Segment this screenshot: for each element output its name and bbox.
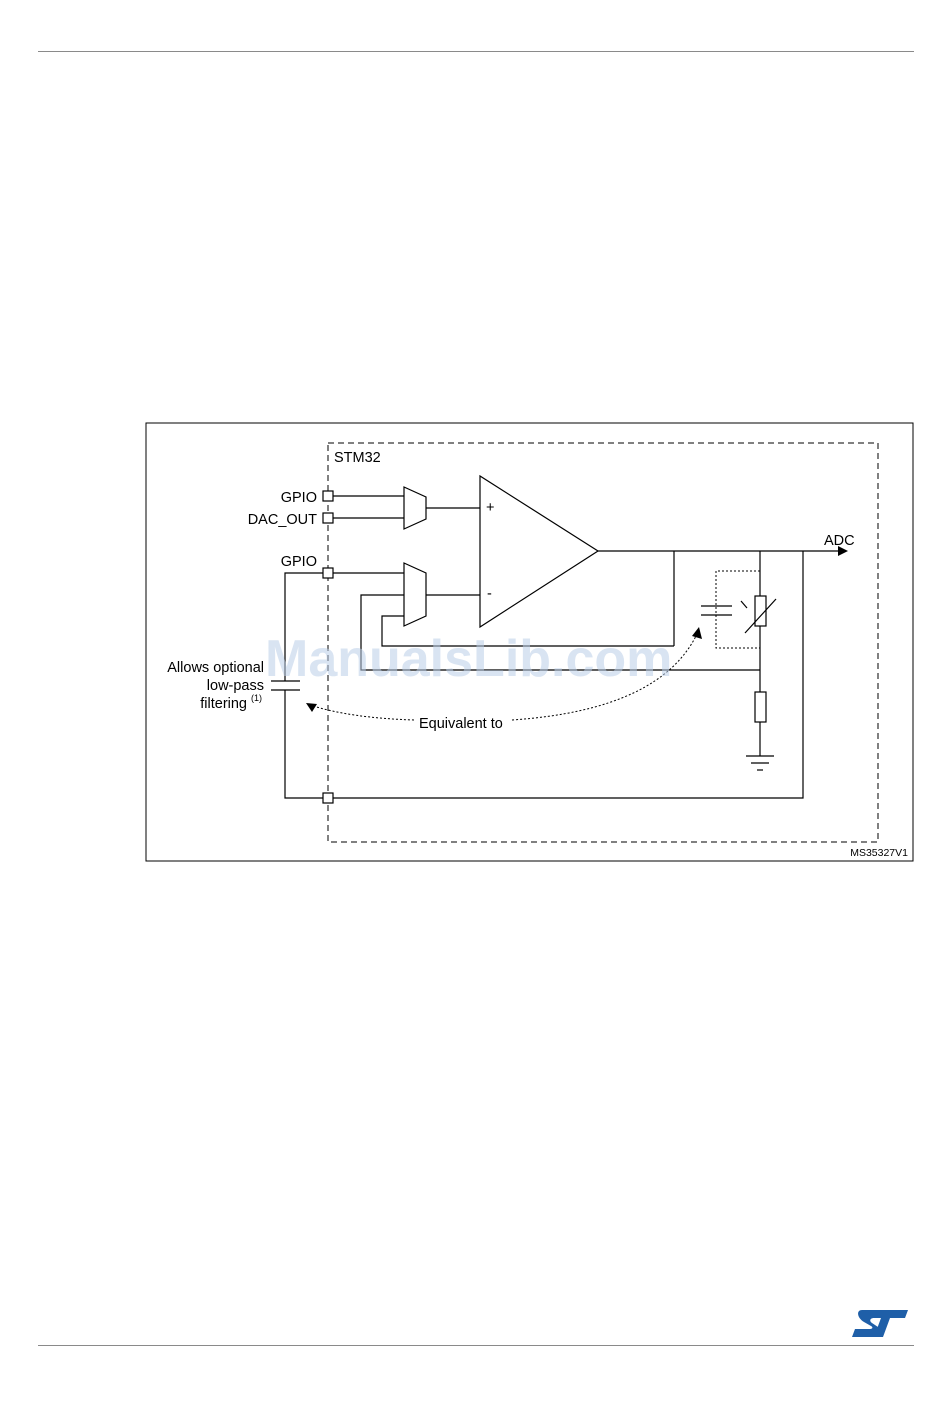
minus-input-mux <box>404 563 426 626</box>
equivalent-label: Equivalent to <box>419 716 503 732</box>
figure-id: MS35327V1 <box>850 847 908 859</box>
note-line-3: filtering <box>200 696 247 712</box>
pin-label-gpio-plus: GPIO <box>281 490 317 506</box>
pin-label-gpio-minus: GPIO <box>281 554 317 570</box>
stm32-label: STM32 <box>334 450 381 466</box>
note-line-2: low-pass <box>207 678 264 694</box>
variable-resistor-arrow-tick <box>741 601 747 608</box>
st-logo <box>850 1306 910 1340</box>
comparator-minus-sign: - <box>487 586 492 602</box>
pin-return <box>323 793 333 803</box>
st-logo-mark <box>852 1310 908 1337</box>
comparator-symbol <box>480 476 598 627</box>
equivalent-capacitor-loop <box>716 571 760 648</box>
footer-rule <box>38 1345 914 1346</box>
note-line-1: Allows optional <box>167 660 264 676</box>
pin-gpio-plus <box>323 491 333 501</box>
equivalent-arrow-left <box>310 705 414 720</box>
note-footnote: (1) <box>251 693 262 703</box>
plus-input-mux <box>404 487 426 529</box>
fixed-resistor <box>755 692 766 722</box>
equivalent-arrowhead-right <box>692 627 702 639</box>
comparator-plus-sign: + <box>486 500 494 516</box>
pin-label-dac-out: DAC_OUT <box>248 512 317 528</box>
pin-dac-out <box>323 513 333 523</box>
output-label-adc: ADC <box>824 533 855 549</box>
equivalent-arrowhead-left <box>306 703 317 712</box>
pin-gpio-minus <box>323 568 333 578</box>
watermark: ManualsLib.com <box>265 630 672 688</box>
